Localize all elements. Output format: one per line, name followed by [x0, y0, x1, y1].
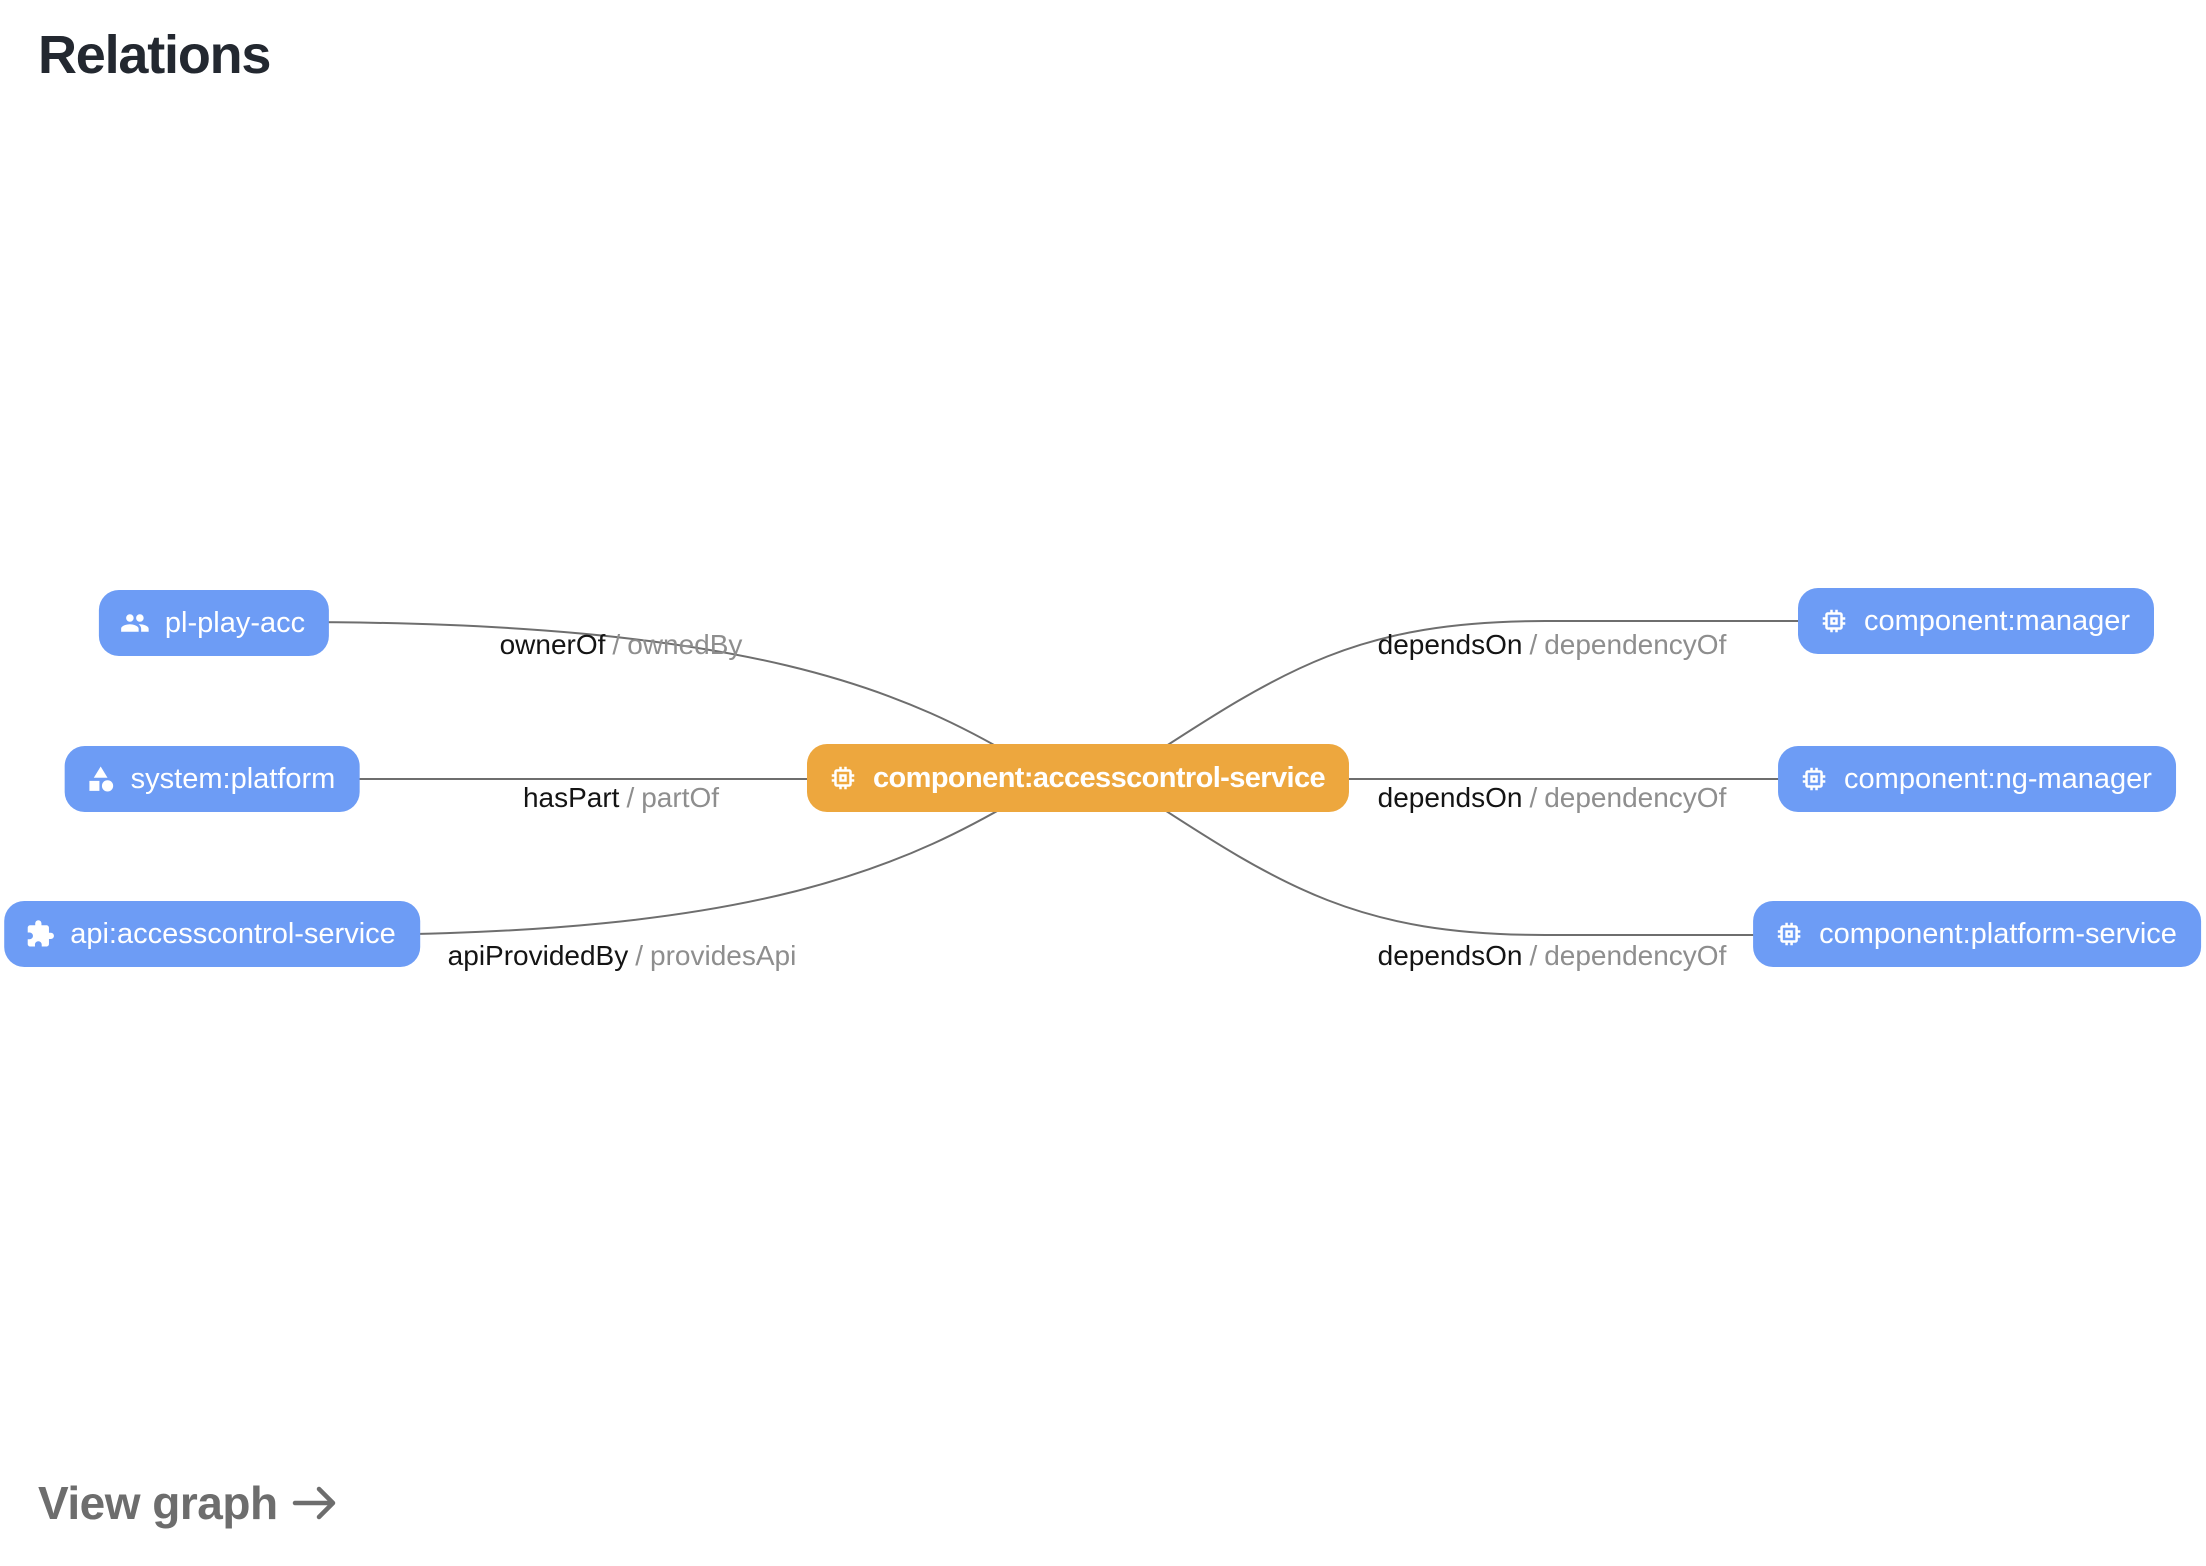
node-component-ng-manager[interactable]: component:ng-manager — [1778, 746, 2176, 812]
edge-label-primary: apiProvidedBy — [447, 940, 629, 971]
node-pl-play-acc[interactable]: pl-play-acc — [98, 590, 330, 656]
node-component-platform-service[interactable]: component:platform-service — [1753, 901, 2201, 967]
node-label: component:platform-service — [1819, 917, 2177, 950]
memory-chip-icon — [831, 766, 855, 790]
memory-chip-icon — [1777, 922, 1801, 946]
edge-label-separator: / — [635, 940, 644, 971]
edge-label-separator: / — [612, 629, 621, 660]
memory-chip-icon — [1822, 609, 1846, 633]
edge-label-primary: dependsOn — [1377, 940, 1523, 971]
edge-label-dependson-2: dependsOn/dependencyOf — [1378, 782, 1727, 814]
edge-label-secondary: ownedBy — [627, 629, 743, 660]
node-component-accesscontrol-service[interactable]: component:accesscontrol-service — [806, 744, 1350, 812]
view-graph-link[interactable]: View graph — [38, 1476, 338, 1530]
node-label: component:accesscontrol-service — [872, 761, 1326, 794]
edge-ownerof — [289, 621, 1041, 773]
edge-label-haspart: hasPart/partOf — [523, 782, 719, 814]
edge-dependson-platform-service — [1139, 793, 1870, 936]
node-api-accesscontrol-service[interactable]: api:accesscontrol-service — [4, 901, 420, 967]
edge-label-secondary: partOf — [641, 782, 720, 813]
edge-label-apiprovidedby: apiProvidedBy/providesApi — [448, 940, 797, 972]
edge-label-primary: dependsOn — [1377, 629, 1523, 660]
edge-label-dependson-3: dependsOn/dependencyOf — [1378, 940, 1727, 972]
edge-label-primary: dependsOn — [1377, 782, 1523, 813]
node-system-platform[interactable]: system:platform — [64, 746, 360, 812]
edge-label-secondary: providesApi — [650, 940, 797, 971]
view-graph-label: View graph — [38, 1477, 278, 1529]
edge-label-separator: / — [626, 782, 635, 813]
node-component-manager[interactable]: component:manager — [1798, 588, 2154, 654]
node-label: system:platform — [130, 762, 336, 795]
edge-label-separator: / — [1529, 940, 1538, 971]
edge-label-ownerof: ownerOf/ownedBy — [500, 629, 743, 661]
edge-label-primary: hasPart — [522, 782, 620, 813]
node-label: component:ng-manager — [1844, 762, 2152, 795]
page-title: Relations — [38, 25, 271, 85]
node-label: component:manager — [1864, 604, 2130, 637]
group-icon — [121, 614, 149, 632]
arrow-right-icon — [292, 1486, 335, 1520]
edge-apiprovidedby — [329, 785, 1041, 936]
edge-label-separator: / — [1529, 782, 1538, 813]
extension-icon — [27, 920, 54, 947]
edge-label-separator: / — [1529, 629, 1538, 660]
node-label: pl-play-acc — [164, 606, 306, 639]
category-icon — [89, 766, 114, 792]
edge-label-secondary: dependencyOf — [1544, 782, 1727, 813]
edge-label-secondary: dependencyOf — [1544, 940, 1727, 971]
edge-label-dependson-1: dependsOn/dependencyOf — [1378, 629, 1727, 661]
edge-label-primary: ownerOf — [499, 629, 606, 660]
edge-dependson-manager — [1139, 620, 1870, 764]
memory-chip-icon — [1802, 767, 1826, 791]
edge-label-secondary: dependencyOf — [1544, 629, 1727, 660]
node-label: api:accesscontrol-service — [70, 917, 396, 950]
